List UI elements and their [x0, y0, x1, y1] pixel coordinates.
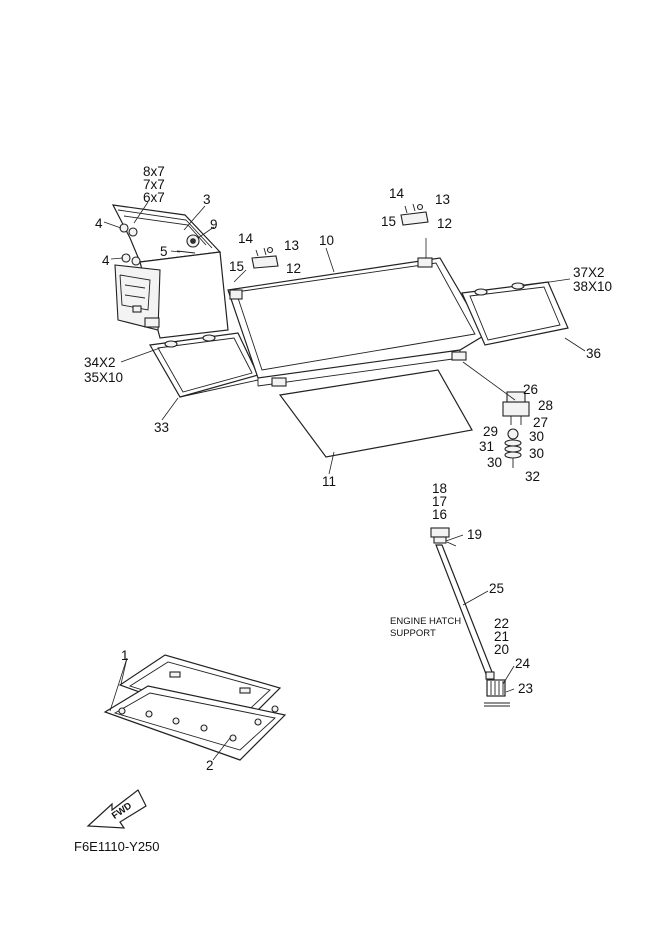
callout-9: 9 [210, 217, 218, 232]
callout-1: 1 [121, 648, 129, 663]
callout-22: 22 [494, 616, 509, 631]
callout-28: 28 [538, 398, 553, 413]
callout-33: 33 [154, 420, 169, 435]
callout-14-left: 14 [238, 231, 254, 246]
callout-3: 3 [203, 192, 211, 207]
leader-lines [103, 201, 586, 761]
callout-31: 31 [479, 439, 494, 454]
callout-4-lower: 4 [102, 253, 110, 268]
callout-19: 19 [467, 527, 482, 542]
callout-14-right: 14 [389, 186, 405, 201]
callout-8: 8x7 [143, 164, 165, 179]
note-engine-hatch: ENGINE HATCH [390, 616, 461, 627]
latch-assembly [502, 391, 530, 468]
callout-10: 10 [319, 233, 334, 248]
callout-15-left: 15 [229, 259, 244, 274]
right-panel-36 [461, 281, 569, 346]
callout-6: 6x7 [143, 190, 165, 205]
callout-4-upper: 4 [95, 216, 103, 231]
callout-30-c: 30 [487, 455, 502, 470]
callout-34: 34X2 [84, 355, 116, 370]
hinge-set-left [251, 246, 279, 269]
callout-25: 25 [489, 581, 504, 596]
callout-30-b: 30 [529, 446, 544, 461]
callout-37: 37X2 [573, 265, 605, 280]
callout-11: 11 [322, 474, 336, 489]
callout-2: 2 [206, 758, 214, 773]
callout-13-right: 13 [435, 192, 450, 207]
callout-17: 17 [432, 494, 447, 509]
callout-13-left: 13 [284, 238, 299, 253]
main-deck-panel-10 [227, 257, 486, 387]
callout-38: 38X10 [573, 279, 612, 294]
diagram-code: F6E1110-Y250 [74, 839, 160, 854]
callout-30-a: 30 [529, 429, 544, 444]
callout-labels: 8x7 7x7 6x7 3 4 9 5 4 14 13 15 12 10 14 … [74, 164, 612, 854]
callout-7: 7x7 [143, 177, 165, 192]
callout-32: 32 [525, 469, 540, 484]
callout-35: 35X10 [84, 370, 123, 385]
gasket-11 [278, 369, 473, 458]
callout-18: 18 [432, 481, 447, 496]
left-panel-33 [149, 332, 259, 398]
callout-15-right: 15 [381, 214, 396, 229]
note-support: SUPPORT [390, 628, 436, 639]
hinge-set-right [400, 203, 429, 226]
callout-24: 24 [515, 656, 531, 671]
hatch-support-strut [430, 527, 510, 707]
callout-26: 26 [523, 382, 538, 397]
callout-12-left: 12 [286, 261, 301, 276]
screw-4-upper [119, 223, 138, 237]
fwd-arrow-icon: FWD [86, 789, 147, 829]
screw-4-lower [121, 253, 141, 266]
hatch-frame-2 [103, 685, 287, 761]
callout-23: 23 [518, 681, 533, 696]
callout-5: 5 [160, 244, 168, 259]
callout-21: 21 [494, 629, 509, 644]
callout-12-right: 12 [437, 216, 452, 231]
callout-16: 16 [432, 507, 447, 522]
callout-36: 36 [586, 346, 601, 361]
callout-27: 27 [533, 415, 548, 430]
callout-29: 29 [483, 424, 498, 439]
callout-20: 20 [494, 642, 509, 657]
